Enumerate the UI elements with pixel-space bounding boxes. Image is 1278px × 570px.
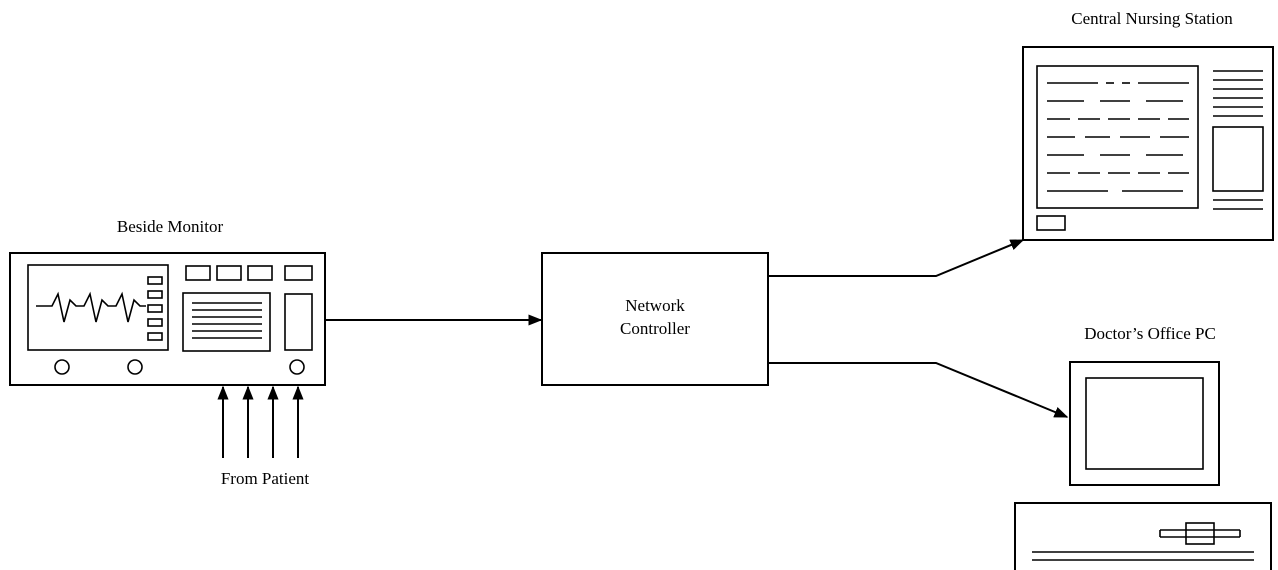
disk-drive-icon [1185, 522, 1215, 545]
network-controller [541, 252, 769, 386]
bedside-monitor [9, 252, 326, 386]
bedside-monitor-label: Beside Monitor [117, 217, 224, 236]
doctor-office-pc [1014, 361, 1272, 570]
network-controller-label-line1: Network [625, 296, 685, 315]
knob-icon [54, 359, 70, 375]
patient-input-arrows [217, 385, 304, 458]
waveform-screen [27, 264, 169, 351]
controller-to-pc-arrow [768, 362, 1069, 418]
station-button-icon [1036, 215, 1066, 231]
central-nursing-station [1022, 46, 1274, 241]
central-station-label: Central Nursing Station [1071, 9, 1233, 28]
station-main-screen [1036, 65, 1199, 209]
doctor-pc-label: Doctor’s Office PC [1084, 324, 1216, 343]
station-side-screen [1212, 126, 1264, 192]
network-controller-label-line2: Controller [620, 319, 690, 338]
controller-to-station-arrow [768, 239, 1025, 277]
knob-icon [127, 359, 143, 375]
knob-icon [289, 359, 305, 375]
text-display [182, 292, 271, 352]
from-patient-label: From Patient [221, 469, 310, 488]
pc-screen [1085, 377, 1204, 470]
waveform-icon [36, 291, 146, 323]
